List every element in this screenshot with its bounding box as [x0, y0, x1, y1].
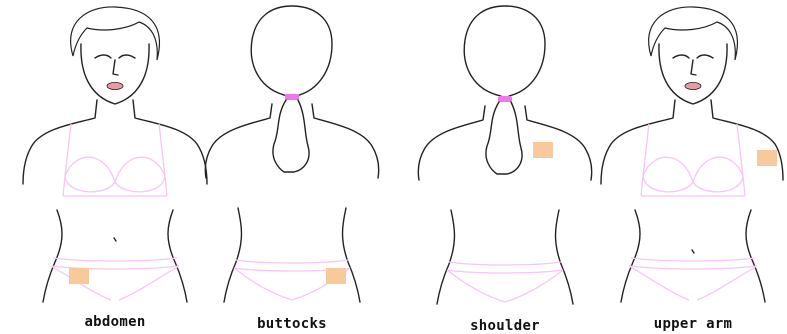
briefs-back — [447, 262, 563, 302]
back-shoulders-right — [312, 104, 379, 178]
eye-left — [673, 55, 689, 58]
eye-left — [95, 55, 111, 58]
figure-label: upper arm — [654, 316, 733, 332]
figure-abdomen: abdomen — [23, 7, 207, 330]
waist-left — [43, 210, 62, 302]
eye-right — [119, 55, 135, 58]
waist-right — [168, 210, 187, 302]
back-waist-left — [224, 208, 242, 302]
ponytail — [486, 102, 522, 174]
back-shoulders-left — [418, 106, 485, 180]
figure-buttocks: buttocks — [205, 6, 379, 332]
lips — [107, 82, 123, 89]
patch-upper-arm — [757, 150, 777, 166]
patch-abdomen — [69, 268, 89, 284]
eye-right — [697, 55, 713, 58]
neck-shoulders — [23, 100, 97, 184]
hair-front — [71, 7, 160, 60]
back-shoulders-left — [205, 104, 272, 178]
figure-shoulder: shoulder — [418, 6, 592, 334]
back-waist-right — [556, 210, 574, 304]
hair-tie — [285, 94, 299, 100]
head-back — [464, 6, 545, 96]
patch-buttocks — [326, 268, 346, 284]
patch-shoulder — [533, 142, 553, 158]
nose — [113, 60, 118, 75]
figure-label: abdomen — [84, 314, 145, 330]
bra — [641, 124, 745, 196]
figure-upper-arm: upper arm — [601, 7, 783, 332]
hair-tie — [498, 96, 512, 102]
figure-label: buttocks — [257, 316, 327, 332]
bra — [63, 124, 167, 196]
head-back — [251, 6, 332, 96]
lips — [685, 82, 701, 89]
navel — [692, 250, 694, 253]
back-waist-left — [437, 210, 455, 304]
waist-right — [746, 210, 765, 302]
hair-front — [649, 7, 738, 60]
neck-shoulders — [601, 100, 675, 184]
neck-shoulders-right — [133, 100, 207, 184]
briefs — [629, 258, 757, 300]
back-waist-right — [343, 208, 361, 302]
nose — [691, 60, 696, 75]
ponytail — [273, 100, 309, 172]
waist-left — [621, 210, 640, 302]
navel — [114, 238, 116, 241]
neck-shoulders-right — [711, 100, 783, 180]
figure-label: shoulder — [470, 318, 540, 334]
